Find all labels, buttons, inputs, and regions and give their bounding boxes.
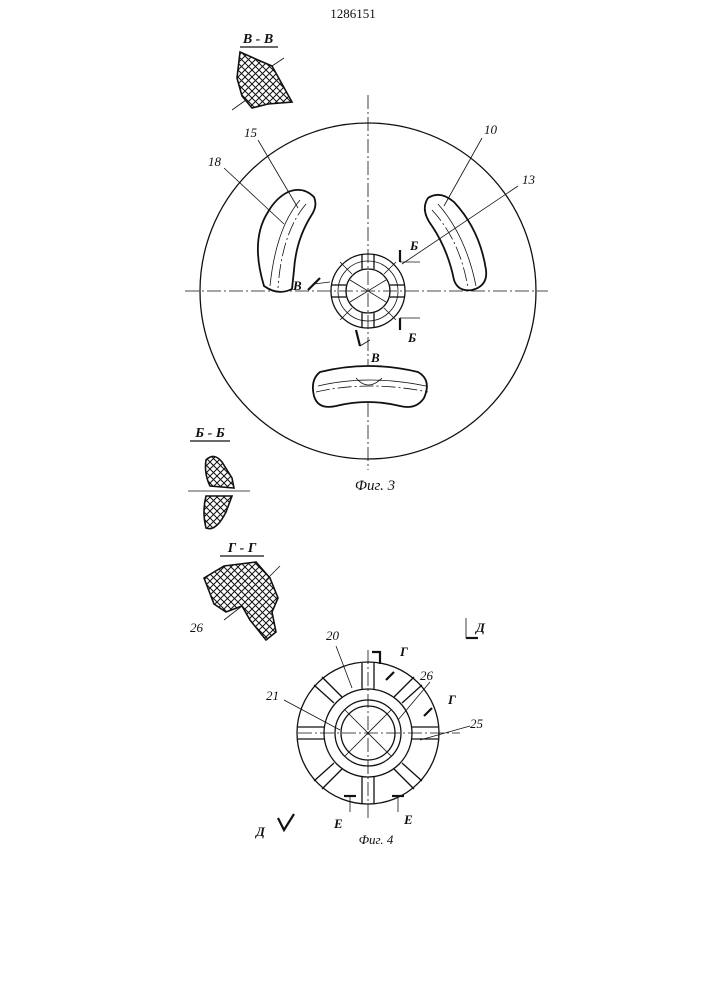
label-10: 10: [484, 122, 498, 137]
fig4-cut-d-bottom: Д: [255, 824, 266, 839]
figure-4: 20 21 26 25 Г Г Д Д Е Е Фиг. 4: [255, 618, 486, 847]
figure-4-caption: Фиг. 4: [359, 832, 394, 847]
section-g-g-title: Г - Г: [227, 541, 257, 556]
section-b-b-lower-hatch: [204, 496, 232, 529]
fig4-label-25: 25: [470, 716, 484, 731]
fig4-label-20: 20: [326, 628, 340, 643]
label-13: 13: [522, 172, 536, 187]
fig4-cut-e-left: Е: [333, 816, 343, 831]
fig4-cut-g-1: Г: [399, 644, 408, 659]
section-b-b-title: Б - Б: [194, 426, 225, 441]
slot-bottom: [313, 366, 427, 407]
fig4-cut-e-right: Е: [403, 812, 413, 827]
fig4-cut-d-top: Д: [475, 620, 486, 635]
section-b-b-upper-hatch: [206, 456, 235, 488]
cut-b-top-label: Б: [409, 238, 418, 253]
section-v-v-hatch: [237, 52, 292, 108]
section-b-b: Б - Б: [188, 426, 250, 529]
fig4-cut-g-2: Г: [447, 692, 456, 707]
label-15: 15: [244, 125, 258, 140]
section-g-label-26: 26: [190, 620, 204, 635]
section-v-v: В - В: [232, 32, 292, 110]
cut-v-bottom-label: В: [370, 350, 380, 365]
section-v-v-title: В - В: [242, 32, 273, 47]
section-g-g: Г - Г 26: [190, 541, 280, 640]
cut-v-left-label: В: [292, 278, 302, 293]
figure-3: 15 18 10 13 Б Б В В Фиг. 3: [185, 95, 548, 494]
slot-left: [258, 190, 316, 292]
patent-number: 1286151: [330, 6, 376, 21]
label-18: 18: [208, 154, 222, 169]
section-g-g-hatch: [204, 562, 278, 640]
cut-b-bottom-label: Б: [407, 330, 416, 345]
fig4-label-26: 26: [420, 668, 434, 683]
figure-3-caption: Фиг. 3: [355, 478, 395, 494]
fig4-label-21: 21: [266, 688, 279, 703]
